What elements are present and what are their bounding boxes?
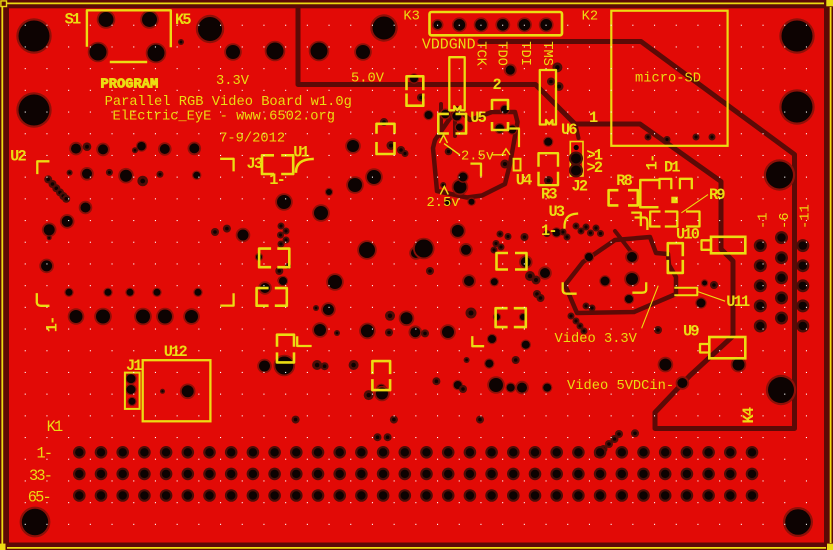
- svg-text:K1: K1: [47, 418, 63, 436]
- svg-text:5.0V: 5.0V: [351, 72, 385, 87]
- svg-text:K3: K3: [403, 9, 419, 24]
- svg-text:Parallel RGB Video Board w1.0g: Parallel RGB Video Board w1.0g: [105, 94, 352, 110]
- svg-text:1-: 1-: [541, 222, 556, 240]
- svg-text:K5: K5: [175, 11, 191, 29]
- svg-text:-1: -1: [757, 213, 772, 229]
- svg-text:2: 2: [493, 76, 502, 94]
- svg-text:U3: U3: [549, 203, 565, 221]
- svg-text:>1: >1: [587, 147, 603, 165]
- svg-text:PROGRAM: PROGRAM: [101, 78, 159, 93]
- svg-text:1-: 1-: [44, 317, 62, 332]
- svg-text:TDO: TDO: [494, 41, 509, 66]
- svg-text:-11: -11: [798, 204, 813, 229]
- svg-text:TCK: TCK: [472, 41, 487, 66]
- svg-text:>2: >2: [587, 159, 603, 177]
- svg-text:1-: 1-: [269, 171, 284, 189]
- svg-text:R8: R8: [616, 172, 632, 190]
- svg-text:ElEctric_EyE - www.6502.org: ElEctric_EyE - www.6502.org: [113, 108, 336, 124]
- svg-text:U9: U9: [683, 322, 699, 340]
- svg-text:K4: K4: [740, 407, 758, 423]
- svg-text:J1: J1: [126, 357, 142, 375]
- svg-text:Video 5VDCin-: Video 5VDCin-: [567, 378, 674, 394]
- svg-text:7-9/2012: 7-9/2012: [219, 131, 285, 147]
- svg-text:J2: J2: [572, 178, 588, 196]
- svg-text:-6: -6: [778, 213, 793, 229]
- svg-text:2.5v: 2.5v: [427, 196, 460, 211]
- svg-text:TDI: TDI: [517, 41, 532, 66]
- svg-text:R3: R3: [541, 186, 557, 204]
- svg-text:VDDGND: VDDGND: [422, 38, 476, 54]
- svg-text:K2: K2: [582, 9, 598, 24]
- svg-text:U4: U4: [516, 171, 532, 189]
- svg-text:1-: 1-: [37, 444, 52, 462]
- svg-text:D1: D1: [664, 159, 680, 177]
- svg-text:2.5v: 2.5v: [461, 150, 494, 165]
- svg-text:1-: 1-: [643, 156, 661, 171]
- svg-text:J3: J3: [247, 155, 263, 173]
- svg-text:U12: U12: [164, 343, 188, 361]
- svg-text:65-: 65-: [28, 489, 50, 507]
- svg-text:U5: U5: [470, 109, 486, 127]
- svg-text:U2: U2: [10, 147, 26, 165]
- svg-text:U10: U10: [676, 226, 700, 244]
- svg-text:U11: U11: [726, 293, 750, 311]
- svg-text:3.3V: 3.3V: [216, 74, 250, 89]
- svg-text:TMS: TMS: [539, 41, 554, 66]
- svg-text:S1: S1: [65, 10, 81, 28]
- svg-text:Video 3.3V: Video 3.3V: [555, 331, 638, 347]
- svg-text:micro-SD: micro-SD: [635, 71, 701, 87]
- svg-text:1: 1: [589, 109, 598, 127]
- svg-text:U6: U6: [561, 121, 577, 139]
- svg-text:R9: R9: [709, 186, 725, 204]
- svg-text:33-: 33-: [29, 467, 51, 485]
- svg-text:U1: U1: [293, 144, 309, 162]
